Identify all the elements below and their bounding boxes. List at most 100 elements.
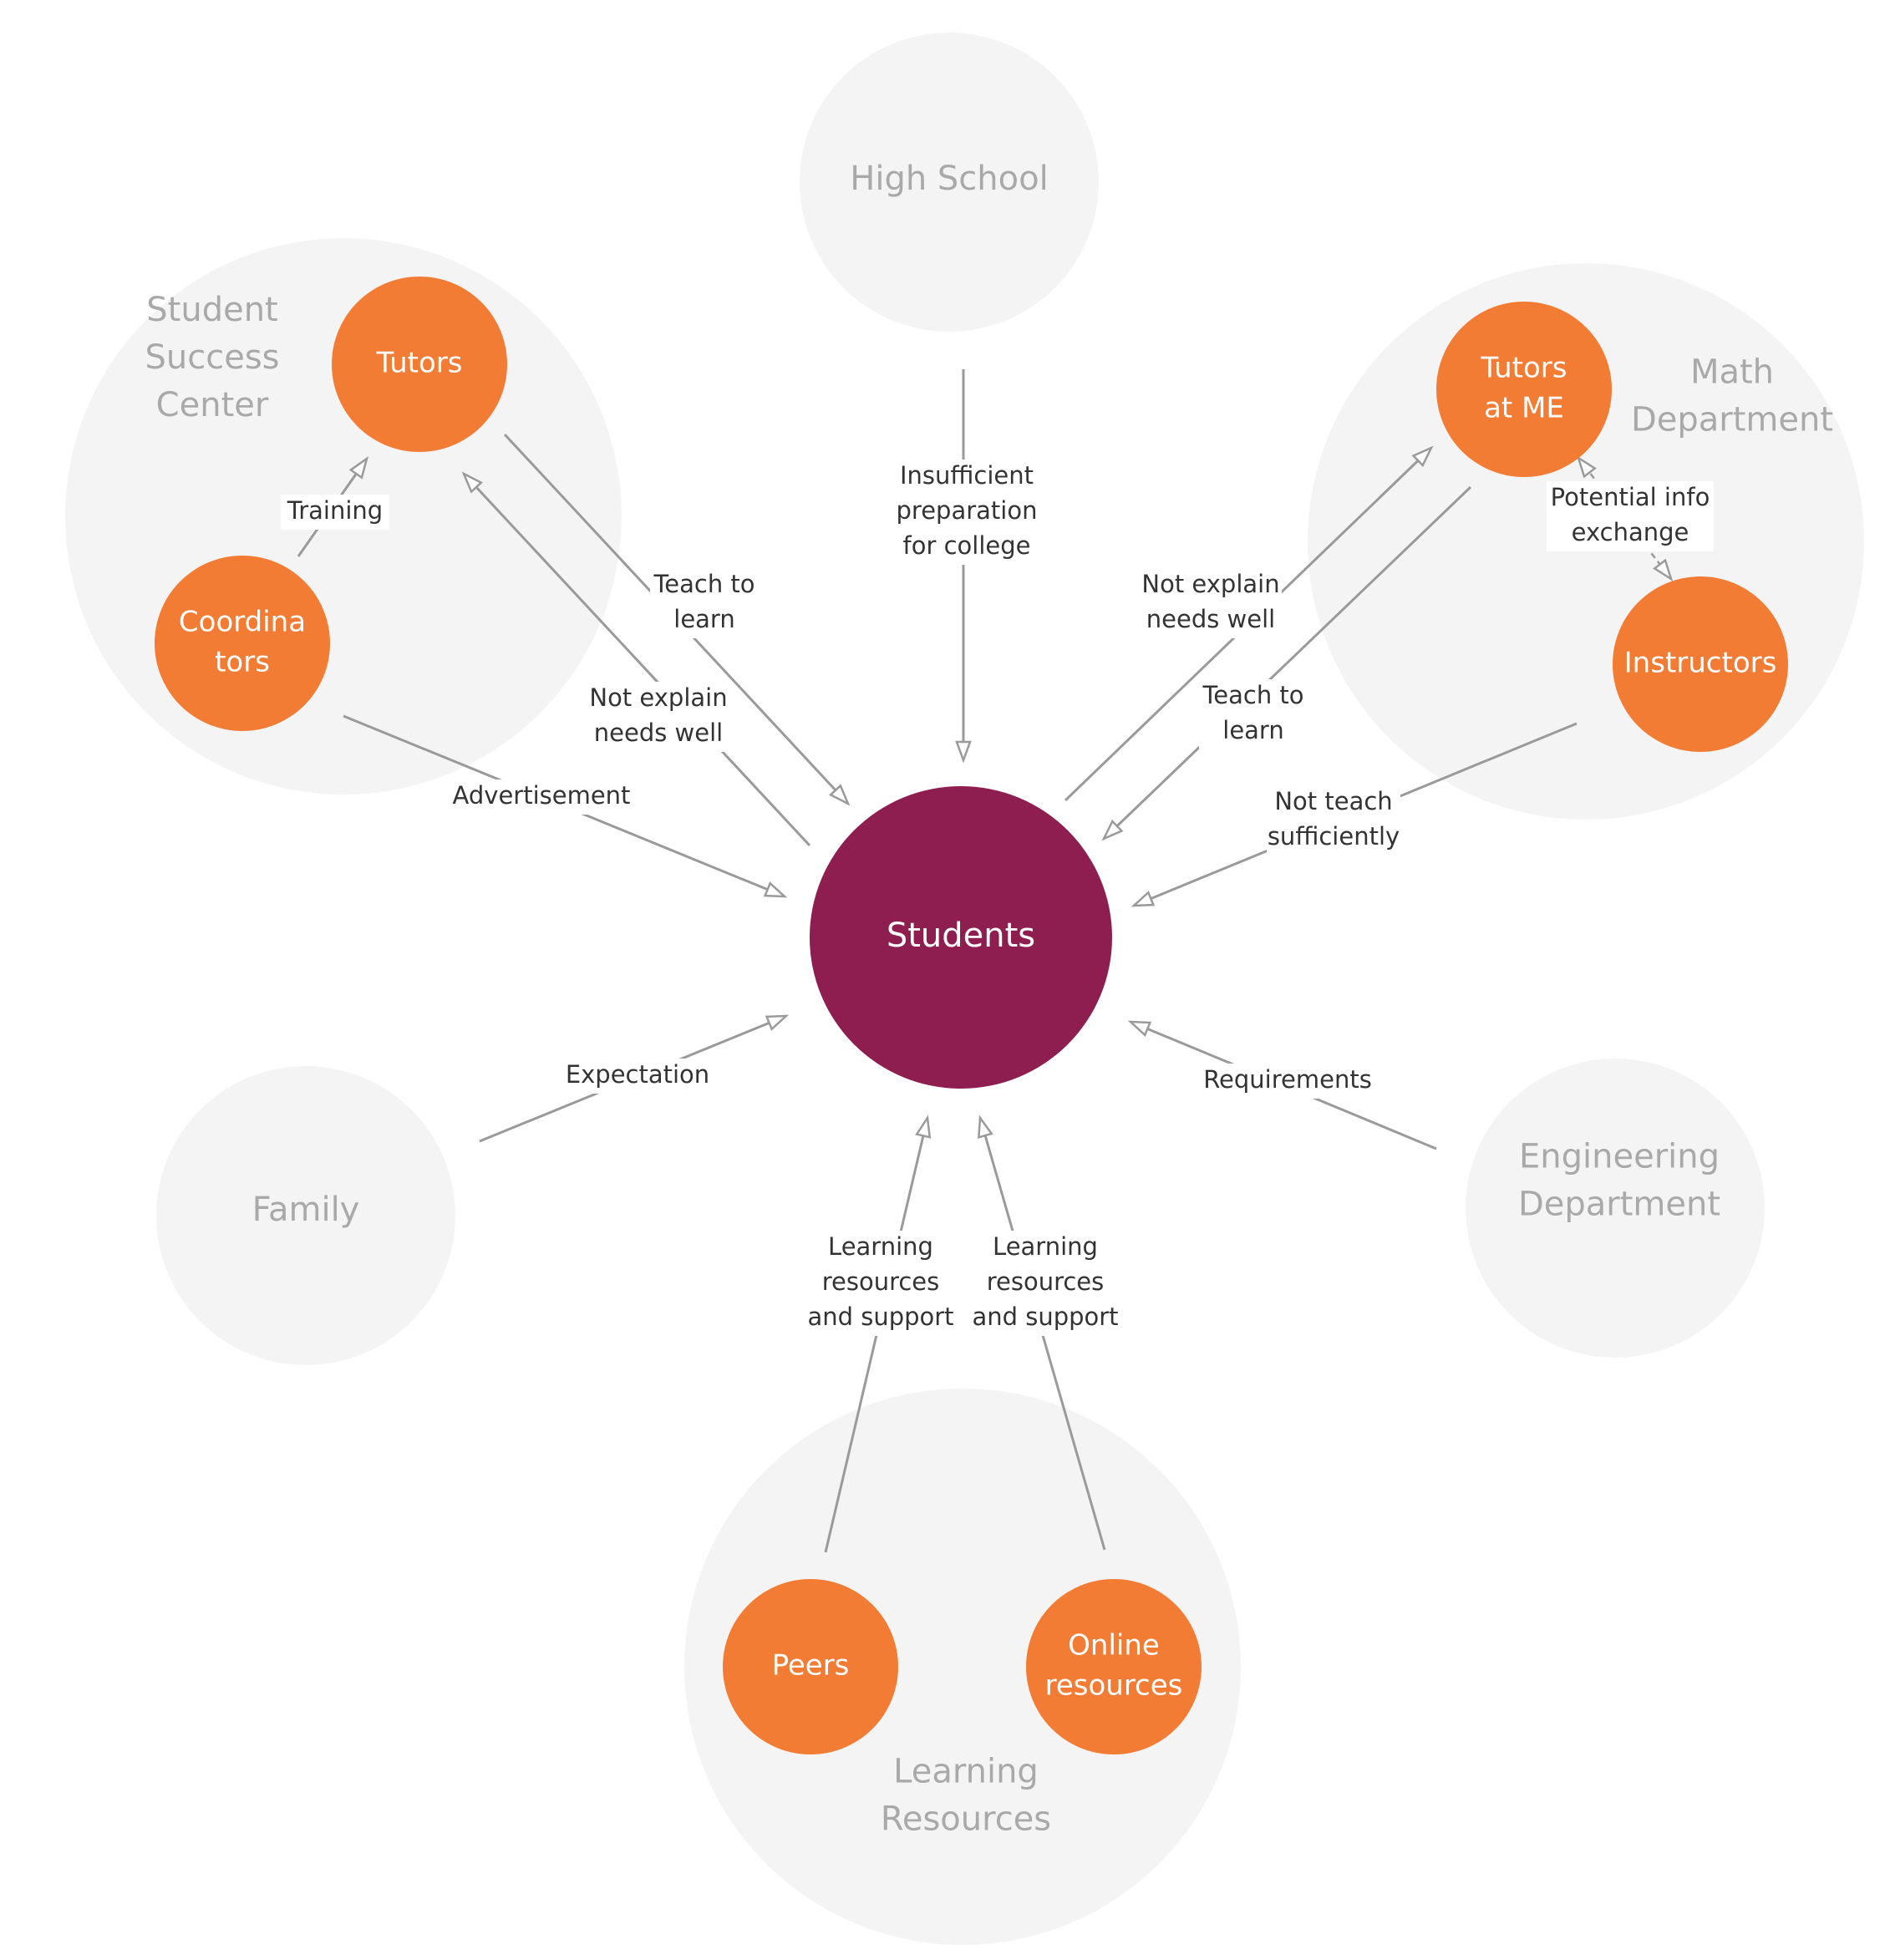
actor-label-tutors-at-me-line: Tutors xyxy=(1481,352,1567,385)
center-node-students xyxy=(810,786,1112,1089)
edge-layer xyxy=(297,369,1674,1553)
edge-label-requirements-line: Requirements xyxy=(1203,1065,1372,1094)
edge-label-insufficient-prep-line: Insufficient xyxy=(900,461,1034,490)
actor-node-instructors xyxy=(1613,576,1788,752)
edge-label-tutors-me-teach-line: Teach to xyxy=(1202,681,1303,709)
edge-label-online-support: Learning resources and support xyxy=(972,1232,1118,1331)
edge-label-bg-not-teach xyxy=(1267,785,1400,856)
edge-label-requirements: Requirements xyxy=(1203,1065,1372,1094)
edge-label-tutors-me-teach-line: learn xyxy=(1222,716,1283,744)
actor-label-coordinators: Coordina tors xyxy=(179,606,306,679)
group-label-high-school: High School xyxy=(850,160,1048,198)
edge-label-students-not-explain-ssc: Not explain needs well xyxy=(589,683,727,747)
edge-label-students-not-explain-me-line: needs well xyxy=(1146,605,1275,633)
edge-label-tutors-teach-line: Teach to xyxy=(653,570,755,598)
arrowhead-tutors-me-teach xyxy=(1101,819,1124,841)
edge-label-bg-requirements xyxy=(1206,1064,1369,1099)
arrowhead-insufficient-prep xyxy=(955,740,972,764)
actor-label-tutors: Tutors xyxy=(376,347,463,380)
arrowhead-expectation xyxy=(765,1014,790,1031)
edge-label-bg-online-support xyxy=(972,1231,1119,1336)
edge-label-training-line: Training xyxy=(287,496,383,525)
actor-node-coordinators xyxy=(155,556,330,731)
edge-label-bg-training xyxy=(281,495,389,530)
edge-label-insufficient-prep-line: for college xyxy=(903,531,1031,560)
edge-label-online-support-line: and support xyxy=(972,1302,1118,1331)
arrowhead-requirements xyxy=(1127,1020,1152,1037)
actor-node-tutors-at-me xyxy=(1436,302,1612,477)
actor-node-tutors xyxy=(332,277,507,452)
group-label-math-department-line: Department xyxy=(1631,401,1833,439)
arrowhead-advertisement xyxy=(763,881,788,898)
actor-label-tutors-line: Tutors xyxy=(376,347,463,380)
edge-label-peers-support-line: resources xyxy=(822,1267,940,1296)
edge-tutors-me-teach xyxy=(1102,485,1472,840)
actor-label-coordinators-line: tors xyxy=(215,646,270,679)
edge-label-not-teach-line: Not teach xyxy=(1274,787,1392,815)
edge-label-potential-info-line: exchange xyxy=(1572,518,1689,546)
center-label-students: Students xyxy=(887,917,1035,955)
edge-label-tutors-teach: Teach to learn xyxy=(653,570,755,633)
edge-label-bg-tutors-teach xyxy=(650,568,759,638)
edge-label-advertisement-line: Advertisement xyxy=(453,781,631,810)
arrowhead-training xyxy=(348,456,369,480)
center-label-students-line: Students xyxy=(887,917,1035,955)
actor-label-tutors-at-me: Tutors at ME xyxy=(1481,352,1567,425)
edge-label-insufficient-prep-line: preparation xyxy=(897,496,1038,525)
actor-node-online-resources xyxy=(1026,1579,1202,1754)
arrowhead-students-not-explain-me xyxy=(1411,445,1434,468)
edge-label-students-not-explain-ssc-line: Not explain xyxy=(589,683,727,712)
edge-label-peers-support-line: and support xyxy=(807,1302,953,1331)
edge-label-tutors-teach-line: learn xyxy=(673,605,734,633)
actor-label-online-resources-line: resources xyxy=(1045,1669,1183,1703)
group-label-student-success-center-line: Center xyxy=(156,386,269,424)
edge-label-bg-tutors-me-teach xyxy=(1199,679,1308,749)
edge-label-bg-students-not-explain-me xyxy=(1140,568,1282,638)
actor-label-coordinators-line: Coordina xyxy=(179,606,306,639)
edge-label-expectation-line: Expectation xyxy=(566,1060,709,1089)
group-label-high-school-line: High School xyxy=(850,160,1048,198)
group-high-school xyxy=(800,33,1099,332)
actor-label-online-resources: Online resources xyxy=(1045,1629,1183,1703)
group-label-engineering-department-line: Engineering xyxy=(1519,1138,1720,1176)
actor-label-tutors-at-me-line: at ME xyxy=(1484,392,1564,425)
group-learning-resources xyxy=(684,1389,1241,1945)
edge-label-bg-expectation xyxy=(562,1059,713,1094)
edge-label-tutors-me-teach: Teach to learn xyxy=(1202,681,1303,744)
group-label-learning-resources-line: Resources xyxy=(881,1800,1051,1839)
edge-label-advertisement: Advertisement xyxy=(453,781,631,810)
edge-label-not-teach-line: sufficiently xyxy=(1268,822,1400,851)
group-label-math-department-line: Math xyxy=(1690,353,1774,392)
edge-label-training: Training xyxy=(287,496,383,525)
group-label-student-success-center-line: Student xyxy=(146,291,277,329)
edge-students-not-explain-ssc xyxy=(462,472,811,847)
arrowhead-online-support xyxy=(978,1115,993,1140)
group-label-student-success-center-line: Success xyxy=(145,338,279,377)
arrowhead-students-not-explain-ssc xyxy=(461,471,484,494)
edge-label-not-teach: Not teach sufficiently xyxy=(1268,787,1400,851)
edge-label-online-support-line: resources xyxy=(987,1267,1105,1296)
actor-label-online-resources-line: Online xyxy=(1068,1629,1160,1663)
edge-label-bg-potential-info xyxy=(1547,481,1714,551)
edge-label-bg-students-not-explain-ssc xyxy=(587,682,729,752)
group-label-engineering-department-line: Department xyxy=(1518,1186,1720,1224)
edge-label-online-support-line: Learning xyxy=(993,1232,1098,1261)
group-engineering-department xyxy=(1466,1059,1765,1358)
arrowhead-tutors-teach xyxy=(829,784,851,806)
edge-label-expectation: Expectation xyxy=(566,1060,709,1089)
edge-label-bg-peers-support xyxy=(807,1231,954,1336)
edge-label-students-not-explain-ssc-line: needs well xyxy=(594,718,723,747)
group-label-learning-resources-line: Learning xyxy=(893,1753,1039,1791)
actor-label-instructors-line: Instructors xyxy=(1624,647,1777,680)
edge-label-bg-insufficient-prep xyxy=(896,460,1038,565)
arrowhead-peers-support xyxy=(915,1115,932,1139)
group-label-family-line: Family xyxy=(252,1191,360,1229)
actor-node-peers xyxy=(723,1579,898,1754)
